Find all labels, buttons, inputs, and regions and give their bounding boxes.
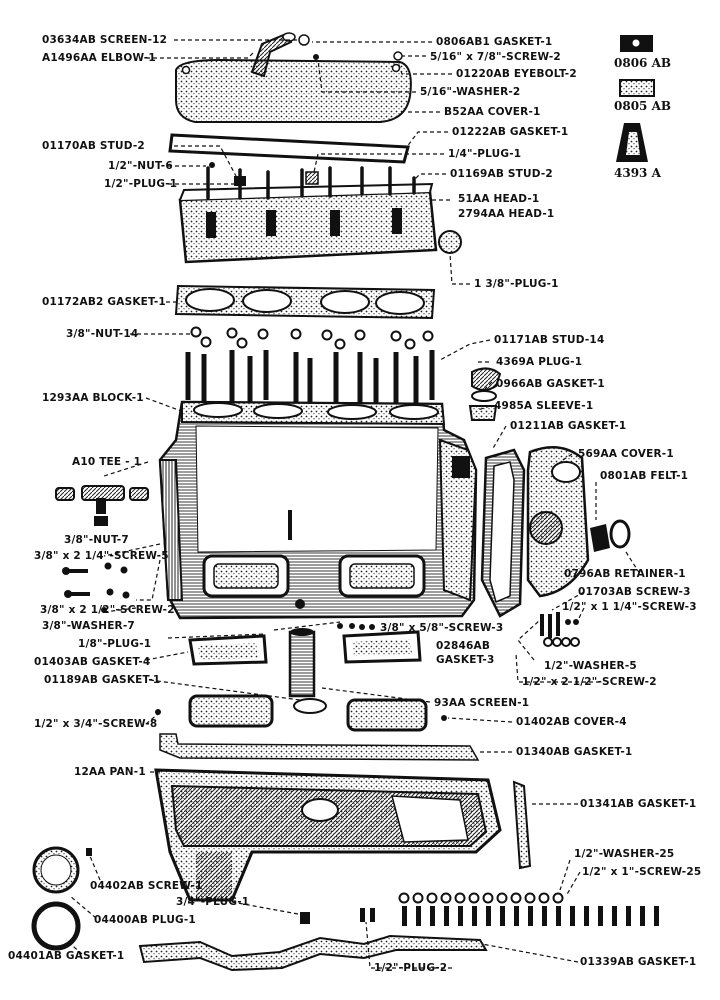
label-eyebolt: 01220AB EYEBOLT-2 xyxy=(456,68,577,80)
label-plug-3-4: 3/4"-PLUG-1 xyxy=(176,896,250,908)
left-screws-drawing xyxy=(62,562,130,613)
cylinder-head-drawing xyxy=(178,162,462,264)
label-nut-6: 1/2"-NUT-6 xyxy=(108,160,173,172)
label-gasket-04401ab: 04401AB GASKET-1 xyxy=(8,950,125,962)
label-stud-01171ab: 01171AB STUD-14 xyxy=(494,334,605,346)
label-plug-1-3-8: 1 3/8"-PLUG-1 xyxy=(474,278,559,290)
label-gasket-01211ab: 01211AB GASKET-1 xyxy=(510,420,627,432)
head-gasket-drawing xyxy=(174,284,436,320)
oil-pan-drawing xyxy=(154,768,502,902)
label-gasket-01341ab: 01341AB GASKET-1 xyxy=(580,798,697,810)
leader-lines xyxy=(65,39,641,969)
label-pan-12aa: 12AA PAN-1 xyxy=(74,766,146,778)
bottom-gasket-strip-drawing xyxy=(138,934,488,972)
reference-icon-0806ab xyxy=(620,35,653,52)
label-gasket-0806ab1: 0806AB1 GASKET-1 xyxy=(436,36,553,48)
label-tee-a10: A10 TEE - 1 xyxy=(72,456,142,468)
label-gasket-01222ab: 01222AB GASKET-1 xyxy=(452,126,569,138)
block-studs-drawing xyxy=(185,350,435,410)
engine-block-drawing xyxy=(158,400,478,620)
right-screws-drawing xyxy=(540,612,580,647)
label-screw-3-8-2h: 3/8" x 2 1/2"-SCREW-2 xyxy=(40,604,175,616)
label-head-51aa: 51AA HEAD-1 xyxy=(458,193,540,205)
label-gasket-01189ab: 01189AB GASKET-1 xyxy=(44,674,161,686)
cover-gasket-drawing xyxy=(168,133,410,164)
label-head-2794aa: 2794AA HEAD-1 xyxy=(458,208,555,220)
side-gasket-strip-drawing xyxy=(512,780,532,870)
label-screw-5-16: 5/16" x 7/8"-SCREW-2 xyxy=(430,51,561,63)
label-nut-7: 3/8"-NUT-7 xyxy=(64,534,129,546)
label-screw-5: 3/8" x 2 1/4"-SCREW-5 xyxy=(34,550,169,562)
oil-screen-drawing xyxy=(288,628,327,714)
label-screw-01703ab: 01703AB SCREW-3 xyxy=(578,586,691,598)
label-stud-01169ab: 01169AB STUD-2 xyxy=(450,168,553,180)
label-gasket-02846ab-count: GASKET-3 xyxy=(436,654,495,666)
label-screw-25: 1/2" x 1"-SCREW-25 xyxy=(582,866,702,878)
label-screen-12: 03634AB SCREEN-12 xyxy=(42,34,168,46)
tee-fitting-drawing xyxy=(55,485,149,526)
label-washer-25: 1/2"-WASHER-25 xyxy=(574,848,675,860)
label-plug-half-2: 1/2"-PLUG-2 xyxy=(374,962,448,974)
label-gasket-02846ab: 02846AB xyxy=(436,640,491,652)
label-cover-b52aa: B52AA COVER-1 xyxy=(444,106,541,118)
label-gasket-01339ab: 01339AB GASKET-1 xyxy=(580,956,697,968)
reference-icon-0805ab xyxy=(619,79,655,97)
label-screw-half-2h: 1/2" x 2 1/2"-SCREW-2 xyxy=(522,676,657,688)
label-nut-14: 3/8"-NUT-14 xyxy=(66,328,139,340)
label-retainer-0796ab: 0796AB RETAINER-1 xyxy=(564,568,686,580)
drain-plug-drawing xyxy=(31,846,375,951)
bottom-screws-drawing xyxy=(398,892,659,926)
label-plug-1-4: 1/4"-PLUG-1 xyxy=(448,148,522,160)
ref-code-0806ab: 0806 AB xyxy=(614,56,672,70)
label-sleeve-4985a: 4985A SLEEVE-1 xyxy=(494,400,594,412)
ref-code-0805ab: 0805 AB xyxy=(614,99,672,113)
label-cover-569aa: 569AA COVER-1 xyxy=(578,448,674,460)
label-felt-0801ab: 0801AB FELT-1 xyxy=(600,470,689,482)
nuts-row-drawing xyxy=(190,326,434,350)
label-stud-01170ab: 01170AB STUD-2 xyxy=(42,140,145,152)
label-screw-3-8-5-8: 3/8" x 5/8"-SCREW-3 xyxy=(380,622,504,634)
label-gasket-01340ab: 01340AB GASKET-1 xyxy=(516,746,633,758)
ref-code-4393a: 4393 A xyxy=(614,166,661,180)
label-washer-3-8: 3/8"-WASHER-7 xyxy=(42,620,135,632)
label-gasket-0966ab: 0966AB GASKET-1 xyxy=(496,378,605,390)
label-gasket-01172ab2: 01172AB2 GASKET-1 xyxy=(42,296,166,308)
label-plug-1-2-top: 1/2"-PLUG-1 xyxy=(104,178,178,190)
label-block-1293aa: 1293AA BLOCK-1 xyxy=(42,392,144,404)
label-plug-4369a: 4369A PLUG-1 xyxy=(496,356,583,368)
label-gasket-01403ab: 01403AB GASKET-4 xyxy=(34,656,151,668)
side-cover-gaskets-drawing xyxy=(155,623,447,732)
reference-icon-4393a xyxy=(616,123,648,162)
timing-cover-drawing xyxy=(468,367,631,618)
label-screw-8: 1/2" x 3/4"-SCREW-8 xyxy=(34,718,158,730)
label-screw-half-1q: 1/2" x 1 1/4"-SCREW-3 xyxy=(562,601,697,613)
pan-gasket-strip-drawing xyxy=(159,733,480,761)
label-plug-04400ab: 04400AB PLUG-1 xyxy=(94,914,196,926)
label-washer-5-16: 5/16"-WASHER-2 xyxy=(420,86,521,98)
label-screen-93aa: 93AA SCREEN-1 xyxy=(434,697,530,709)
label-elbow-1: A1496AA ELBOW-1 xyxy=(42,52,156,64)
label-washer-5: 1/2"-WASHER-5 xyxy=(544,660,637,672)
label-plug-1-8: 1/8"-PLUG-1 xyxy=(78,638,152,650)
label-screw-04402ab: 04402AB SCREW-1 xyxy=(90,880,203,892)
valve-cover-drawing xyxy=(175,32,412,123)
label-cover-01402ab: 01402AB COVER-4 xyxy=(516,716,627,728)
